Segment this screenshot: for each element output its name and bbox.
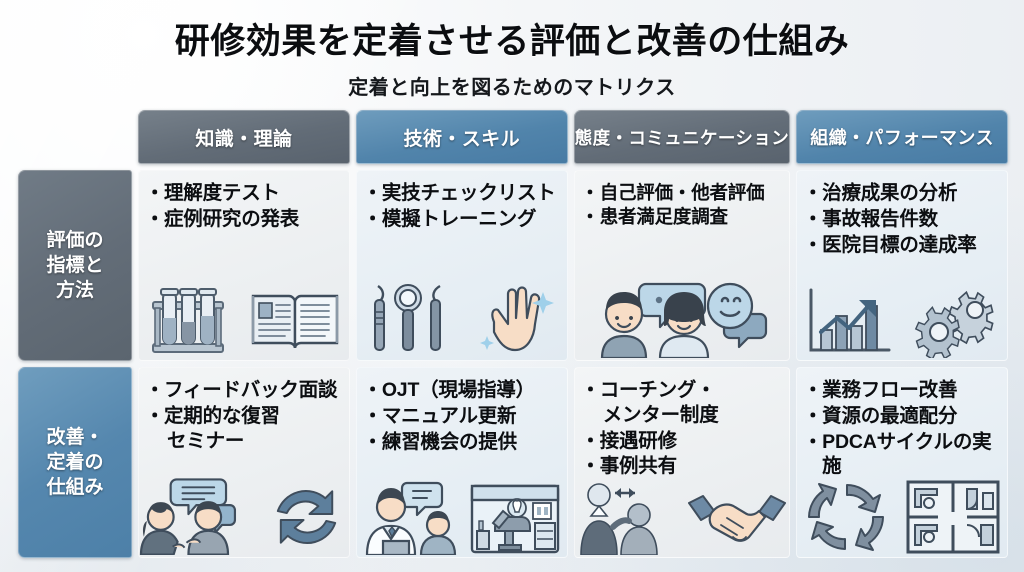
list-item-continuation: セミナー bbox=[167, 429, 245, 452]
dental-instruments-icon bbox=[373, 284, 441, 351]
cell-improvement-organization: 業務フロー改善 資源の最適配分 PDCAサイクルの実施 bbox=[796, 367, 1008, 558]
bullet-list: 治療成果の分析 事故報告件数 医院目標の達成率 bbox=[803, 181, 1001, 258]
cell-illustration bbox=[797, 272, 1007, 358]
bullet-list: 自己評価・他者評価 患者満足度調査 bbox=[581, 181, 783, 229]
two-people-speech-bubbles-icon bbox=[600, 282, 768, 358]
bullet-list: フィードバック面談 定期的な復習 セミナー bbox=[145, 378, 343, 454]
cell-illustration bbox=[575, 469, 789, 555]
row-header-line: 評価の bbox=[46, 229, 104, 251]
list-item-text: コーチング・ bbox=[599, 379, 716, 401]
cell-illustration bbox=[139, 469, 349, 555]
cell-evaluation-skill: 実技チェックリスト 模擬トレーニング bbox=[355, 170, 568, 361]
row-header-improvement: 改善・ 定着の 仕組み bbox=[18, 367, 132, 558]
column-header-skill: 技術・スキル bbox=[355, 110, 568, 164]
row-header-evaluation: 評価の 指標と 方法 bbox=[18, 170, 132, 361]
list-item: 資源の最適配分 bbox=[803, 404, 1001, 429]
cell-improvement-skill: OJT（現場指導） マニュアル更新 練習機会の提供 bbox=[355, 367, 568, 558]
row-header-line: 改善・ bbox=[46, 426, 104, 448]
bullet-list: 業務フロー改善 資源の最適配分 PDCAサイクルの実施 bbox=[803, 378, 1001, 479]
list-item: フィードバック面談 bbox=[145, 378, 343, 403]
list-item: 実技チェックリスト bbox=[363, 181, 561, 206]
floor-plan-icon bbox=[906, 480, 1000, 554]
cell-improvement-attitude: コーチング・ メンター制度 接遇研修 事例共有 bbox=[573, 367, 791, 558]
list-item: 自己評価・他者評価 bbox=[581, 181, 783, 205]
dental-clinic-room-icon bbox=[470, 484, 559, 554]
page-subtitle: 定着と向上を図るためのマトリクス bbox=[348, 77, 676, 99]
bullet-list: OJT（現場指導） マニュアル更新 練習機会の提供 bbox=[363, 378, 561, 455]
cell-illustration bbox=[575, 272, 789, 358]
list-item: 症例研究の発表 bbox=[145, 207, 343, 232]
test-tube-rack-icon bbox=[151, 288, 224, 353]
matrix-corner-spacer bbox=[18, 110, 132, 164]
list-item: コーチング・ メンター制度 bbox=[581, 378, 783, 428]
list-item: 患者満足度調査 bbox=[581, 205, 783, 229]
list-item: 医院目標の達成率 bbox=[803, 233, 1001, 258]
refresh-cycle-icon bbox=[276, 490, 336, 544]
handshake-icon bbox=[687, 495, 786, 542]
list-item: 業務フロー改善 bbox=[803, 378, 1001, 403]
cell-improvement-knowledge: フィードバック面談 定期的な復習 セミナー bbox=[138, 367, 350, 558]
row-header-line: 指標と bbox=[46, 254, 104, 276]
column-header-organization: 組織・パフォーマンス bbox=[796, 110, 1008, 164]
list-item: 治療成果の分析 bbox=[803, 181, 1001, 206]
cell-illustration bbox=[357, 272, 567, 358]
list-item: OJT（現場指導） bbox=[363, 378, 561, 403]
column-header-attitude: 態度・コミュニケーション bbox=[573, 110, 791, 164]
sparkling-hand-icon bbox=[479, 286, 554, 352]
cell-illustration bbox=[357, 469, 567, 555]
cell-illustration bbox=[139, 272, 349, 358]
row-header-line: 仕組み bbox=[46, 477, 104, 499]
list-item: 模擬トレーニング bbox=[363, 207, 561, 232]
growth-bar-chart-icon bbox=[809, 288, 891, 352]
bullet-list: 実技チェックリスト 模擬トレーニング bbox=[363, 181, 561, 232]
cell-evaluation-attitude: 自己評価・他者評価 患者満足度調査 bbox=[573, 170, 791, 361]
list-item: 接遇研修 bbox=[581, 429, 783, 454]
page-header: 研修効果を定着させる評価と改善の仕組み 定着と向上を図るためのマトリクス bbox=[0, 0, 1024, 100]
list-item: 練習機会の提供 bbox=[363, 430, 561, 455]
open-book-icon bbox=[251, 294, 339, 349]
mentor-mentee-icon bbox=[580, 483, 658, 555]
list-item: 理解度テスト bbox=[145, 181, 343, 206]
cell-evaluation-organization: 治療成果の分析 事故報告件数 医院目標の達成率 bbox=[796, 170, 1008, 361]
interview-discussion-icon bbox=[139, 478, 237, 555]
list-item: マニュアル更新 bbox=[363, 404, 561, 429]
row-header-line: 定着の bbox=[46, 451, 104, 473]
bullet-list: 理解度テスト 症例研究の発表 bbox=[145, 181, 343, 232]
gears-icon bbox=[914, 290, 994, 358]
pdca-cycle-icon bbox=[808, 483, 885, 551]
doctor-trainee-icon bbox=[365, 481, 456, 555]
list-item: 事故報告件数 bbox=[803, 207, 1001, 232]
bullet-list: コーチング・ メンター制度 接遇研修 事例共有 bbox=[581, 378, 783, 479]
list-item-text: 定期的な復習 bbox=[164, 404, 280, 427]
cell-evaluation-knowledge: 理解度テスト 症例研究の発表 bbox=[138, 170, 350, 361]
matrix-grid: 知識・理論 技術・スキル 態度・コミュニケーション 組織・パフォーマンス 評価の… bbox=[18, 110, 1008, 558]
page-title: 研修効果を定着させる評価と改善の仕組み bbox=[174, 22, 850, 61]
column-header-knowledge: 知識・理論 bbox=[138, 110, 350, 164]
list-item-continuation: メンター制度 bbox=[602, 403, 719, 426]
cell-illustration bbox=[797, 469, 1007, 555]
list-item: 定期的な復習 セミナー bbox=[145, 404, 343, 454]
row-header-line: 方法 bbox=[55, 280, 94, 302]
